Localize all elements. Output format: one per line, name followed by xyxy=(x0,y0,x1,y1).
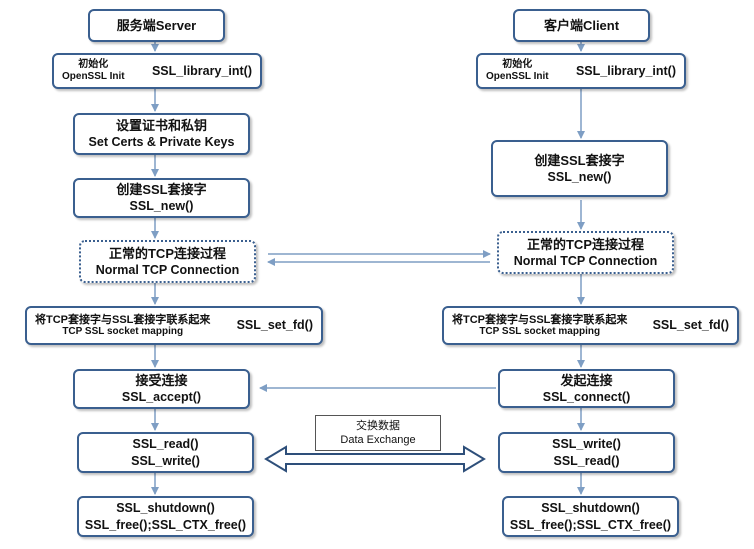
server-tcp-en: Normal TCP Connection xyxy=(95,262,240,277)
client-map-en: TCP SSL socket mapping xyxy=(479,325,601,337)
client-title: 客户端Client xyxy=(543,18,620,33)
server-rw-2: SSL_write() xyxy=(131,453,200,468)
client-init-en: OpenSSL Init xyxy=(486,71,549,82)
server-map-fn: SSL_set_fd() xyxy=(236,318,313,332)
server-map-box: 将TCP套接字与SSL套接字联系起来 TCP SSL socket mappin… xyxy=(25,306,323,345)
client-connect-cn: 发起连接 xyxy=(560,372,613,388)
client-map-box: 将TCP套接字与SSL套接字联系起来 TCP SSL socket mappin… xyxy=(442,306,739,345)
client-title-box: 客户端Client xyxy=(513,9,650,42)
client-init-box: 初始化 OpenSSL Init SSL_library_int() xyxy=(476,53,686,89)
server-title: 服务端Server xyxy=(116,18,197,33)
server-certs-en: Set Certs & Private Keys xyxy=(88,135,235,149)
server-create-cn: 创建SSL套接字 xyxy=(116,182,207,197)
exchange-en: Data Exchange xyxy=(340,434,416,446)
client-connect-fn: SSL_connect() xyxy=(542,389,631,404)
server-rw-box: SSL_read() SSL_write() xyxy=(77,432,254,473)
server-rw-1: SSL_read() xyxy=(132,436,199,451)
client-tcp-box: 正常的TCP连接过程 Normal TCP Connection xyxy=(497,231,674,274)
server-map-en: TCP SSL socket mapping xyxy=(62,325,184,337)
server-accept-cn: 接受连接 xyxy=(135,373,188,388)
server-shutdown-box: SSL_shutdown() SSL_free();SSL_CTX_free() xyxy=(77,496,254,537)
client-init-fn: SSL_library_int() xyxy=(575,63,676,78)
client-rw-box: SSL_write() SSL_read() xyxy=(498,432,675,473)
server-accept-box: 接受连接 SSL_accept() xyxy=(73,369,250,409)
client-map-fn: SSL_set_fd() xyxy=(652,318,729,332)
client-shutdown-box: SSL_shutdown() SSL_free();SSL_CTX_free() xyxy=(502,496,679,537)
client-create-cn: 创建SSL套接字 xyxy=(534,152,625,168)
client-shut-2: SSL_free();SSL_CTX_free() xyxy=(509,517,672,532)
client-connect-box: 发起连接 SSL_connect() xyxy=(498,369,675,408)
server-title-box: 服务端Server xyxy=(88,9,225,42)
server-init-fn: SSL_library_int() xyxy=(151,63,252,78)
server-create-box: 创建SSL套接字 SSL_new() xyxy=(73,178,250,218)
server-shut-2: SSL_free();SSL_CTX_free() xyxy=(84,517,247,532)
client-create-box: 创建SSL套接字 SSL_new() xyxy=(491,140,668,197)
client-tcp-cn: 正常的TCP连接过程 xyxy=(526,236,644,252)
server-accept-fn: SSL_accept() xyxy=(121,390,202,404)
server-map-cn: 将TCP套接字与SSL套接字联系起来 xyxy=(35,313,211,326)
data-exchange-arrow xyxy=(264,445,486,473)
server-create-fn: SSL_new() xyxy=(129,199,194,213)
server-shut-1: SSL_shutdown() xyxy=(116,500,215,515)
client-init-cn: 初始化 xyxy=(502,59,533,70)
client-tcp-en: Normal TCP Connection xyxy=(513,253,658,268)
server-tcp-cn: 正常的TCP连接过程 xyxy=(108,245,226,261)
server-certs-cn: 设置证书和私钥 xyxy=(115,118,207,133)
client-rw-1: SSL_write() xyxy=(552,436,621,451)
client-create-fn: SSL_new() xyxy=(547,169,612,184)
client-shut-1: SSL_shutdown() xyxy=(541,500,640,515)
server-init-en: OpenSSL Init xyxy=(62,71,125,82)
client-rw-2: SSL_read() xyxy=(553,453,620,468)
server-init-cn: 初始化 xyxy=(78,59,109,70)
server-init-box: 初始化 OpenSSL Init SSL_library_int() xyxy=(52,53,262,89)
server-tcp-box: 正常的TCP连接过程 Normal TCP Connection xyxy=(79,240,256,283)
client-map-cn: 将TCP套接字与SSL套接字联系起来 xyxy=(452,313,628,326)
data-exchange-label: 交换数据 Data Exchange xyxy=(315,415,441,451)
server-certs-box: 设置证书和私钥 Set Certs & Private Keys xyxy=(73,113,250,155)
exchange-cn: 交换数据 xyxy=(356,420,400,432)
